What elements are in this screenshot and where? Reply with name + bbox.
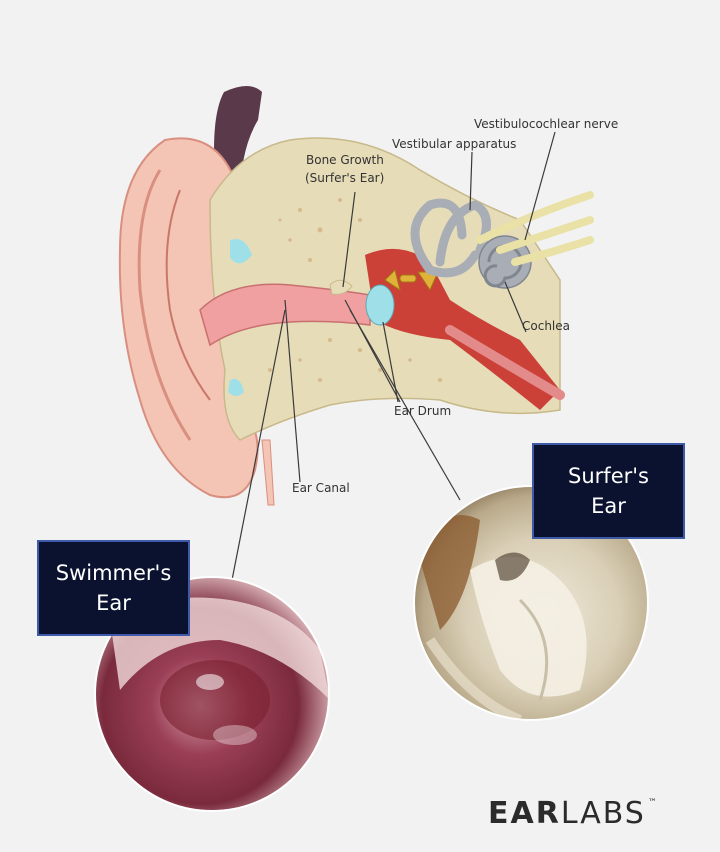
vestibulocochlear-nerve <box>476 191 594 266</box>
bone-growth-bump <box>329 279 353 295</box>
logo-ear: EAR <box>488 796 561 831</box>
earlobe-stem <box>261 439 275 506</box>
pinna-inner-fold <box>165 189 211 401</box>
label-vestibular-apparatus: Vestibular apparatus <box>392 137 516 151</box>
swimmers-ear-callout-line1: Swimmer's <box>55 561 172 585</box>
vestibular-apparatus <box>410 198 491 278</box>
pinna-fold <box>137 169 192 441</box>
cartilage-spot-lower <box>228 378 244 396</box>
bone-texture <box>268 198 442 382</box>
label-ear-canal: Ear Canal <box>292 481 350 495</box>
ear-canal <box>199 283 371 347</box>
label-vestibulocochlear-nerve: Vestibulocochlear nerve <box>474 117 618 131</box>
label-bone-growth: Bone Growth <box>306 153 384 167</box>
label-ear-drum: Ear Drum <box>394 404 451 418</box>
surfers-ear-photo <box>413 485 649 721</box>
trademark-mark: ™ <box>647 798 657 808</box>
label-cochlea: Cochlea <box>522 319 570 333</box>
logo-labs: LABS <box>560 796 646 831</box>
ear-drum <box>365 284 395 326</box>
swimmers-ear-callout-line2: Ear <box>96 591 131 615</box>
surfers-ear-callout-line1: Surfer's <box>568 464 649 488</box>
cartilage-spot-upper <box>230 239 252 264</box>
leader-lines <box>231 131 556 581</box>
label-bone-growth-surfers: (Surfer's Ear) <box>305 171 384 185</box>
surfers-ear-callout: Surfer's Ear <box>532 443 685 539</box>
eustachian-tube <box>445 325 565 400</box>
swimmers-ear-callout: Swimmer's Ear <box>37 540 190 636</box>
surfers-ear-callout-line2: Ear <box>591 494 626 518</box>
